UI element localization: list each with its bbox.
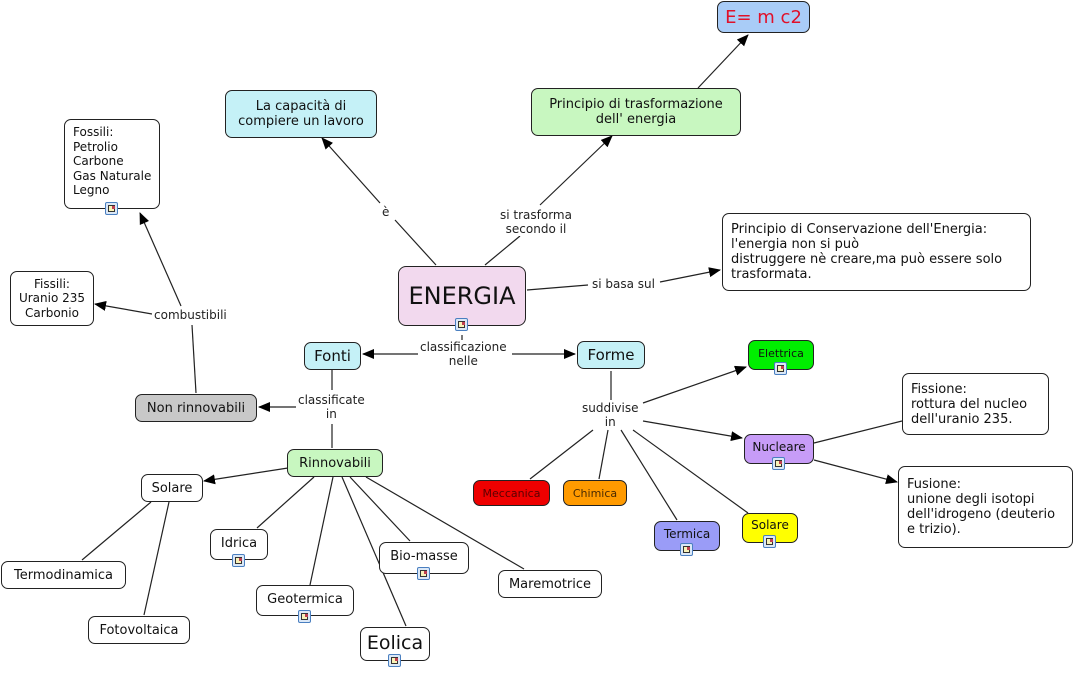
concept-non-rinnovabili[interactable]: Non rinnovabili xyxy=(135,394,257,422)
link-line xyxy=(203,467,289,485)
link-line xyxy=(191,324,197,394)
link-label-classificate: classificate in xyxy=(296,393,367,421)
concept-label: Maremotrice xyxy=(508,576,592,592)
link-line xyxy=(642,420,743,442)
link-line xyxy=(526,284,589,291)
concept-termica[interactable]: Termica xyxy=(654,521,720,551)
concept-solare-fonte[interactable]: Solare xyxy=(141,474,203,502)
concept-label: Idrica xyxy=(220,536,258,551)
resource-document-icon[interactable] xyxy=(388,654,401,667)
resource-document-icon[interactable] xyxy=(417,567,430,580)
resource-document-icon[interactable] xyxy=(105,202,118,215)
concept-label: Non rinnovabili xyxy=(146,400,246,416)
concept-fonti[interactable]: Fonti xyxy=(304,342,361,370)
link-label-si-basa: si basa sul xyxy=(590,277,657,291)
concept-label: Fissili: Uranio 235 Carbonio xyxy=(18,276,86,320)
resource-document-icon[interactable] xyxy=(680,543,693,556)
resource-document-icon[interactable] xyxy=(298,610,311,623)
concept-label: Fissione: rottura del nucleo dell'uranio… xyxy=(911,381,1028,427)
concept-formula[interactable]: E= m c2 xyxy=(717,1,810,33)
concept-chimica[interactable]: Chimica xyxy=(563,480,627,506)
link-line xyxy=(529,429,594,480)
link-label-e: è xyxy=(380,205,392,219)
concept-fossili[interactable]: Fossili: Petrolio Carbone Gas Naturale L… xyxy=(64,119,160,209)
link-label-si-trasforma: si trasforma secondo il xyxy=(498,208,574,236)
concept-fotovoltaica[interactable]: Fotovoltaica xyxy=(88,616,190,644)
concept-label: E= m c2 xyxy=(725,6,802,28)
link-line xyxy=(813,459,898,485)
link-line xyxy=(341,476,407,627)
concept-label: Principio di trasformazione dell' energi… xyxy=(549,97,723,127)
concept-label: Fusione: unione degli isotopi dell'idrog… xyxy=(907,477,1056,537)
resource-document-icon[interactable] xyxy=(232,554,245,567)
resource-document-icon[interactable] xyxy=(772,457,785,470)
link-line xyxy=(349,476,411,542)
concept-label: Bio-masse xyxy=(390,549,458,564)
concept-label: Rinnovabili xyxy=(299,455,371,471)
concept-meccanica[interactable]: Meccanica xyxy=(473,480,550,506)
link-line xyxy=(813,420,903,444)
concept-label: Fonti xyxy=(314,346,351,365)
resource-document-icon[interactable] xyxy=(455,318,468,331)
concept-biomasse[interactable]: Bio-masse xyxy=(379,542,469,574)
concept-label: Nucleare xyxy=(752,440,806,454)
link-line xyxy=(309,476,334,586)
link-line xyxy=(321,137,381,204)
link-label-suddivise: suddivise in xyxy=(580,401,641,429)
link-label-combustibili: combustibili xyxy=(152,308,229,322)
link-line xyxy=(620,429,678,521)
concept-label: Meccanica xyxy=(482,486,541,500)
concept-fusione[interactable]: Fusione: unione degli isotopi dell'idrog… xyxy=(898,466,1073,548)
concept-label: Fotovoltaica xyxy=(99,622,179,638)
link-line xyxy=(94,300,153,315)
concept-label: Chimica xyxy=(572,486,618,500)
concept-label: Termodinamica xyxy=(14,567,113,583)
link-line xyxy=(81,501,152,561)
link-line xyxy=(642,365,747,404)
concept-fissili[interactable]: Fissili: Uranio 235 Carbonio xyxy=(10,271,94,326)
concept-label: Termica xyxy=(663,527,711,541)
concept-capacita[interactable]: La capacità di compiere un lavoro xyxy=(225,90,377,138)
concept-energia[interactable]: ENERGIA xyxy=(398,266,526,326)
link-line xyxy=(394,219,437,266)
concept-trasformazione[interactable]: Principio di trasformazione dell' energi… xyxy=(531,88,741,136)
link-line xyxy=(365,476,525,570)
concept-label: Solare xyxy=(751,518,789,532)
link-line xyxy=(697,34,749,89)
concept-label: Geotermica xyxy=(267,592,343,607)
concept-rinnovabili[interactable]: Rinnovabili xyxy=(287,449,383,477)
concept-label: Elettrica xyxy=(758,347,804,360)
concept-label: Solare xyxy=(151,480,193,496)
resource-document-icon[interactable] xyxy=(763,535,776,548)
concept-termodinamica[interactable]: Termodinamica xyxy=(1,561,126,589)
resource-document-icon[interactable] xyxy=(774,362,787,375)
concept-label: Forme xyxy=(587,345,635,364)
link-line xyxy=(632,429,749,514)
concept-label: Fossili: Petrolio Carbone Gas Naturale L… xyxy=(73,125,152,197)
concept-forme[interactable]: Forme xyxy=(577,341,645,369)
link-line xyxy=(139,212,182,307)
link-line xyxy=(539,135,613,206)
link-line xyxy=(143,501,170,616)
link-label-classificazione: classificazione nelle xyxy=(418,340,509,368)
concept-label: Principio di Conservazione dell'Energia:… xyxy=(731,222,1003,282)
link-line xyxy=(598,429,609,480)
link-line xyxy=(484,235,521,266)
link-line xyxy=(659,267,721,283)
concept-label: La capacità di compiere un lavoro xyxy=(238,99,364,129)
concept-fissione[interactable]: Fissione: rottura del nucleo dell'uranio… xyxy=(902,373,1049,435)
concept-label: Eolica xyxy=(366,632,424,654)
concept-conservazione[interactable]: Principio di Conservazione dell'Energia:… xyxy=(722,213,1031,291)
concept-label: ENERGIA xyxy=(408,282,516,310)
link-line xyxy=(256,476,315,529)
concept-maremotrice[interactable]: Maremotrice xyxy=(498,570,602,598)
